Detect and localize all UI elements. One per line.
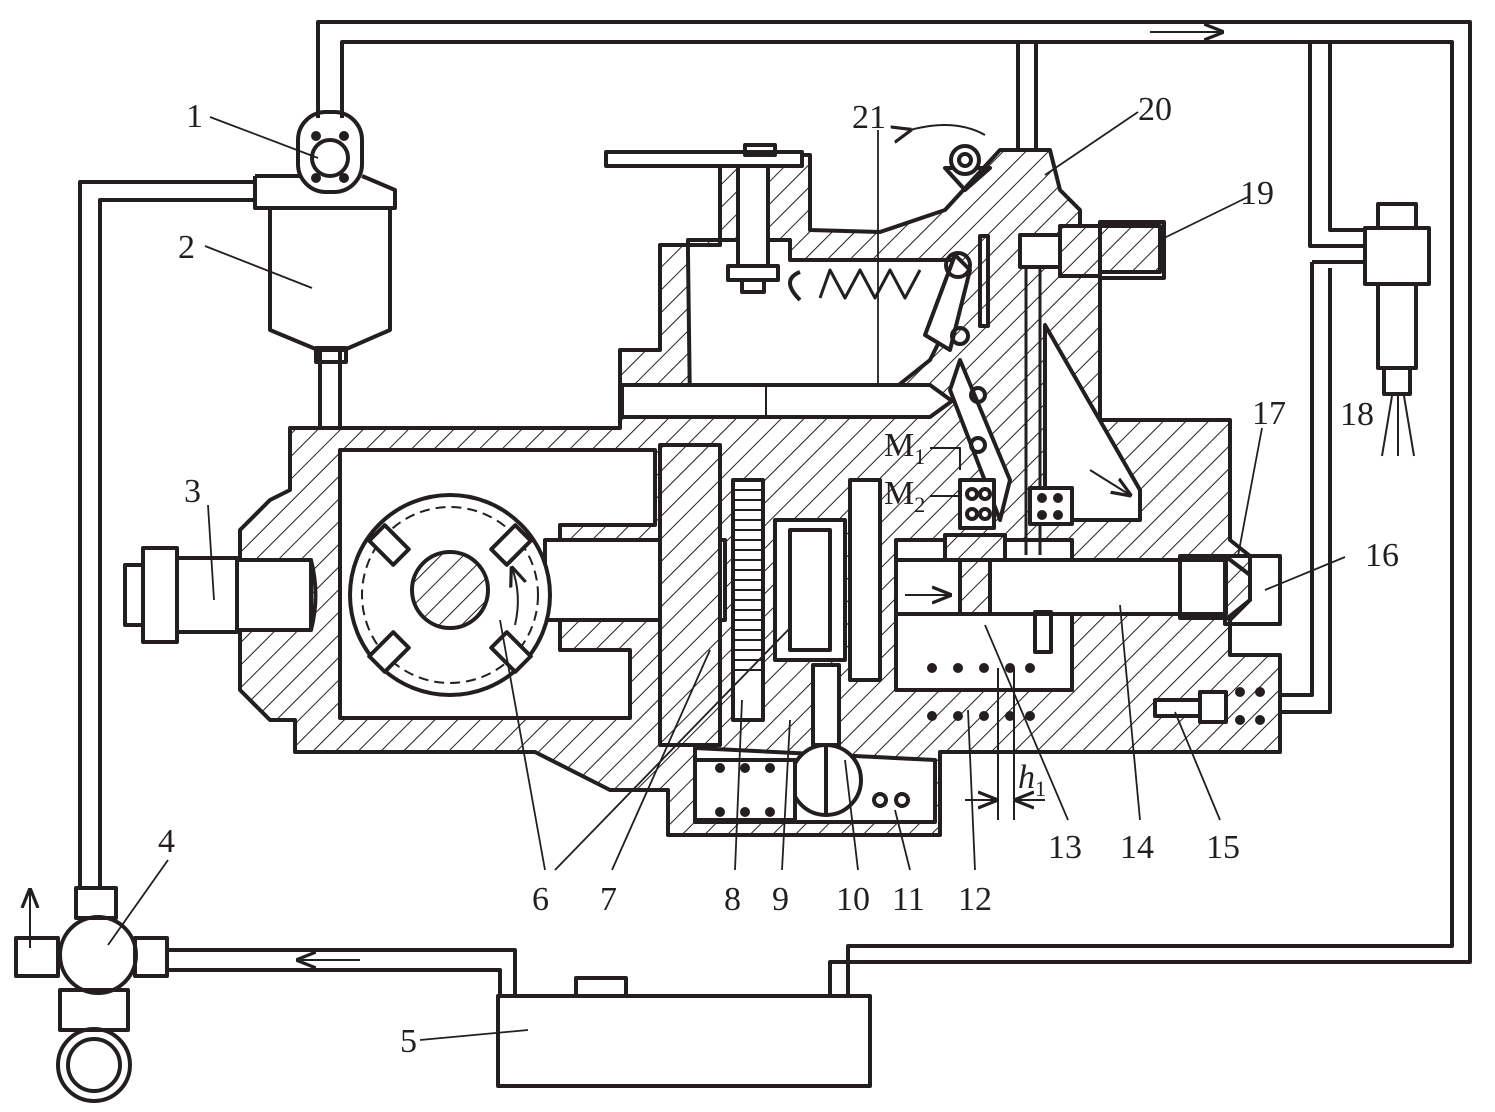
leader-lines: [107, 111, 1346, 1041]
mark-m2: M2: [884, 475, 925, 517]
cam-ring: [658, 443, 882, 747]
label-17: 17: [1252, 395, 1286, 432]
label-13: 13: [1048, 829, 1082, 866]
governor-mechanism: [604, 124, 1166, 555]
label-10: 10: [836, 881, 870, 918]
distributor-plunger: [894, 533, 1282, 654]
timer-ball: [789, 663, 863, 817]
label-1: 1: [186, 98, 203, 135]
mark-m1: M1: [884, 427, 925, 469]
label-14: 14: [1120, 829, 1154, 866]
label-5: 5: [400, 1023, 417, 1060]
callout-labels: 1 2 3 4 5 6 7 8 9 10 11 12 13 14 15 16 1…: [158, 91, 1399, 1060]
fuel-tank: [496, 976, 872, 1088]
label-9: 9: [772, 881, 789, 918]
label-11: 11: [892, 881, 925, 918]
label-4: 4: [158, 823, 175, 860]
label-2: 2: [178, 229, 195, 266]
label-21: 21: [852, 99, 886, 136]
label-8: 8: [724, 881, 741, 918]
label-18: 18: [1340, 396, 1374, 433]
label-6: 6: [532, 881, 549, 918]
timer-spring: [693, 758, 910, 822]
label-16: 16: [1365, 537, 1399, 574]
label-7: 7: [600, 881, 617, 918]
vane-pump: [348, 493, 552, 697]
drive-nut: [123, 546, 239, 644]
mark-h1: h1: [1018, 759, 1046, 801]
label-19: 19: [1240, 175, 1274, 212]
label-15: 15: [1206, 829, 1240, 866]
injector: [1363, 202, 1431, 457]
label-20: 20: [1138, 91, 1172, 128]
dimension-marks: M1 M2 h1: [884, 427, 1046, 801]
label-12: 12: [958, 881, 992, 918]
fuel-filter: [253, 110, 397, 364]
label-3: 3: [184, 473, 201, 510]
feed-pump: [14, 886, 169, 1103]
delivery-valve: [1153, 687, 1265, 725]
